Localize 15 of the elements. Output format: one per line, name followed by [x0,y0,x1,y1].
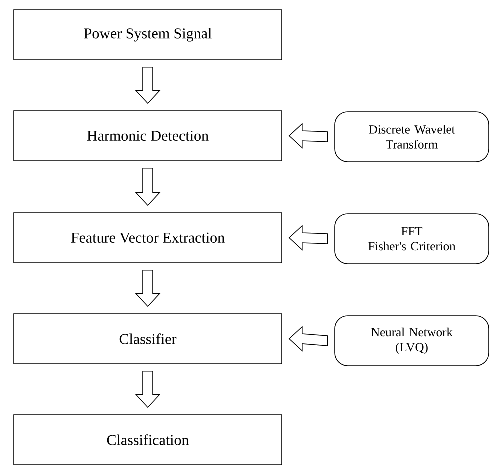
method-box: FFT Fisher's Criterion [334,214,490,264]
process-box: Feature Vector Extraction [14,212,282,264]
method-box: Neural Network (LVQ) [334,316,490,366]
process-box: Classification [14,414,282,465]
hollow-arrow [135,168,161,206]
process-box: Classifier [14,314,282,364]
hollow-arrow [135,67,161,104]
hollow-arrow [135,370,161,408]
hollow-arrow [288,123,328,149]
hollow-arrow [135,270,161,308]
process-box: Harmonic Detection [14,110,282,162]
method-box: Discrete Wavelet Transform [334,112,490,162]
process-box: Power System Signal [14,10,282,60]
hollow-arrow [288,225,328,251]
hollow-arrow [288,326,328,352]
